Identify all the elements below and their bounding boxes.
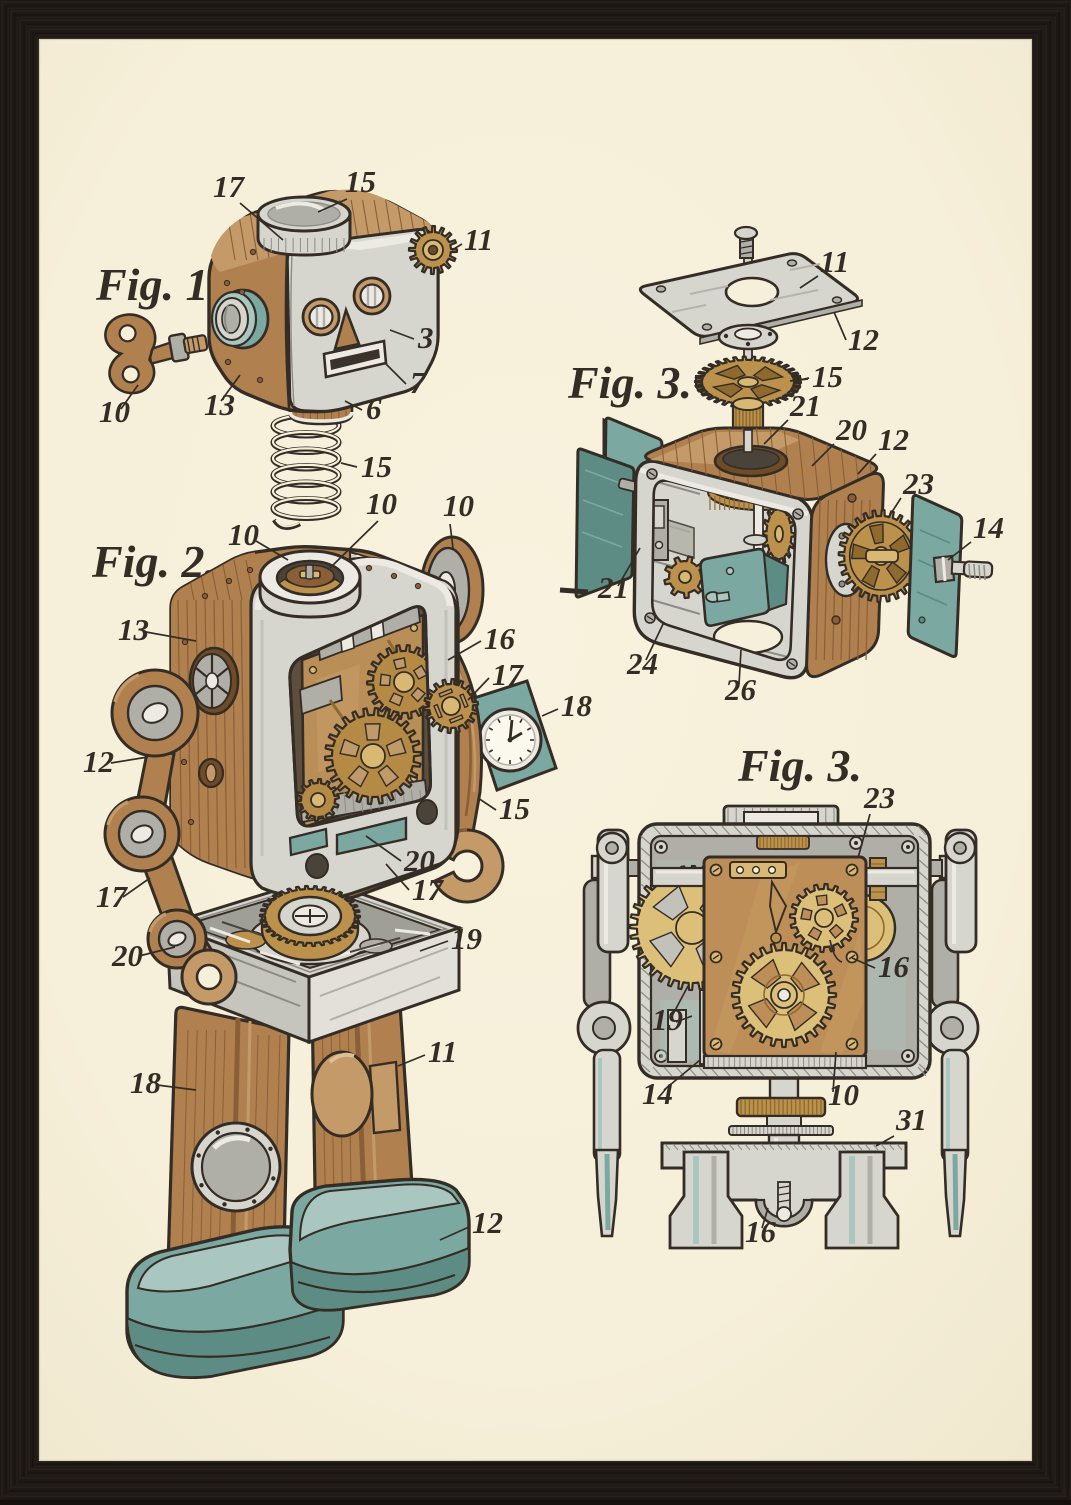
svg-text:17: 17 bbox=[412, 872, 445, 907]
svg-text:13: 13 bbox=[118, 612, 149, 647]
svg-text:24: 24 bbox=[626, 646, 658, 681]
svg-text:19: 19 bbox=[451, 921, 482, 956]
svg-text:20: 20 bbox=[111, 938, 143, 973]
svg-text:18: 18 bbox=[561, 688, 593, 723]
svg-text:17: 17 bbox=[213, 169, 246, 204]
svg-text:15: 15 bbox=[345, 164, 376, 199]
svg-text:10: 10 bbox=[228, 517, 259, 552]
svg-text:12: 12 bbox=[472, 1205, 503, 1240]
svg-text:11: 11 bbox=[464, 222, 493, 257]
svg-text:12: 12 bbox=[878, 422, 909, 457]
svg-text:16: 16 bbox=[745, 1214, 777, 1249]
svg-text:14: 14 bbox=[973, 510, 1004, 545]
svg-text:19: 19 bbox=[652, 1002, 683, 1037]
svg-text:11: 11 bbox=[820, 244, 849, 279]
svg-text:15: 15 bbox=[361, 449, 392, 484]
svg-text:10: 10 bbox=[99, 394, 130, 429]
svg-text:20: 20 bbox=[835, 412, 867, 447]
svg-text:23: 23 bbox=[863, 780, 895, 815]
svg-text:6: 6 bbox=[366, 391, 382, 426]
svg-text:16: 16 bbox=[878, 949, 910, 984]
svg-text:10: 10 bbox=[828, 1077, 859, 1112]
svg-text:21: 21 bbox=[789, 388, 821, 423]
svg-text:26: 26 bbox=[724, 672, 757, 707]
svg-text:15: 15 bbox=[499, 791, 530, 826]
svg-text:Fig. 3.: Fig. 3. bbox=[567, 357, 692, 408]
svg-text:Fig. 3.: Fig. 3. bbox=[737, 740, 862, 791]
svg-text:11: 11 bbox=[428, 1034, 457, 1069]
svg-text:18: 18 bbox=[130, 1065, 162, 1100]
svg-text:12: 12 bbox=[83, 744, 114, 779]
svg-text:14: 14 bbox=[642, 1076, 673, 1111]
svg-text:3: 3 bbox=[417, 320, 434, 355]
svg-text:13: 13 bbox=[204, 387, 235, 422]
svg-text:Fig. 1.: Fig. 1. bbox=[95, 259, 220, 310]
svg-text:12: 12 bbox=[848, 322, 879, 357]
svg-text:17: 17 bbox=[492, 657, 525, 692]
svg-text:16: 16 bbox=[484, 621, 516, 656]
svg-text:31: 31 bbox=[895, 1102, 927, 1137]
svg-text:10: 10 bbox=[443, 488, 474, 523]
svg-text:20: 20 bbox=[403, 843, 435, 878]
svg-text:7: 7 bbox=[410, 365, 427, 400]
svg-text:15: 15 bbox=[812, 359, 843, 394]
svg-text:23: 23 bbox=[902, 466, 934, 501]
svg-text:10: 10 bbox=[366, 486, 397, 521]
